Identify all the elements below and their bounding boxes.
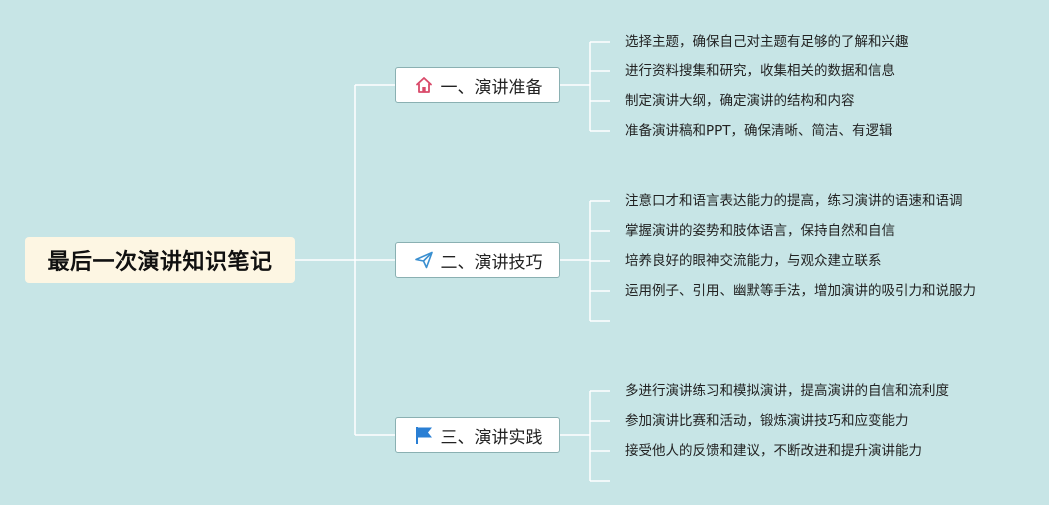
leaf-item[interactable]: 进行资料搜集和研究，收集相关的数据和信息 [625, 63, 895, 79]
branch-label: 三、演讲实践 [440, 427, 543, 448]
leaf-item[interactable]: 掌握演讲的姿势和肢体语言，保持自然和自信 [625, 223, 895, 239]
leaf-item[interactable]: 运用例子、引用、幽默等手法，增加演讲的吸引力和说服力 [625, 283, 976, 299]
leaf-item[interactable]: 制定演讲大纲，确定演讲的结构和内容 [625, 93, 855, 109]
leaf-item[interactable]: 准备演讲稿和PPT，确保清晰、简洁、有逻辑 [625, 123, 893, 139]
branch-label: 一、演讲准备 [440, 77, 543, 98]
root-title: 最后一次演讲知识笔记 [47, 250, 273, 275]
leaf-item[interactable]: 参加演讲比赛和活动，锻炼演讲技巧和应变能力 [625, 413, 909, 429]
flag-icon [413, 424, 435, 446]
root-node[interactable]: 最后一次演讲知识笔记 [25, 237, 295, 283]
leaf-item[interactable]: 接受他人的反馈和建议，不断改进和提升演讲能力 [625, 443, 922, 459]
branch-label: 二、演讲技巧 [440, 252, 543, 273]
leaf-item[interactable]: 注意口才和语言表达能力的提高，练习演讲的语速和语调 [625, 193, 963, 209]
leaf-item[interactable]: 多进行演讲练习和模拟演讲，提高演讲的自信和流利度 [625, 383, 949, 399]
leaf-item[interactable]: 培养良好的眼神交流能力，与观众建立联系 [625, 253, 882, 269]
home-icon [413, 74, 435, 96]
branch-node-preparation[interactable]: 一、演讲准备 [395, 67, 560, 103]
leaf-item[interactable]: 选择主题，确保自己对主题有足够的了解和兴趣 [625, 34, 909, 50]
paper-plane-icon [413, 249, 435, 271]
branch-node-practice[interactable]: 三、演讲实践 [395, 417, 560, 453]
branch-node-techniques[interactable]: 二、演讲技巧 [395, 242, 560, 278]
